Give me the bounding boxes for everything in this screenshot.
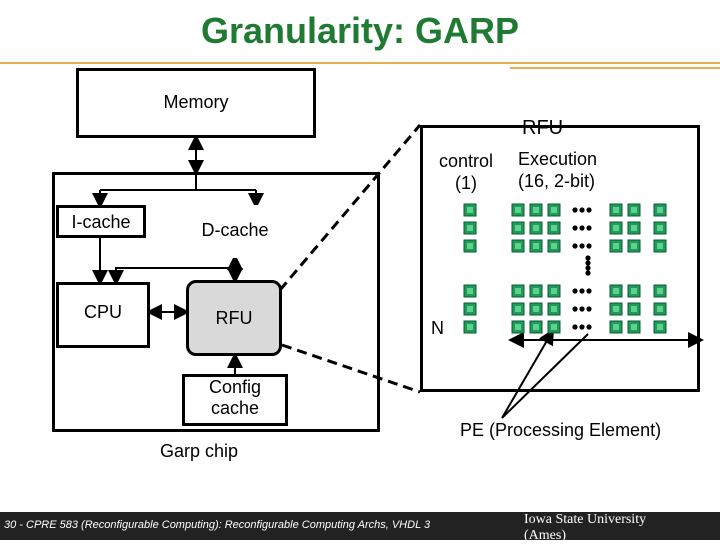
pe-pointer-arrow-1 xyxy=(501,328,555,419)
pe-highlight xyxy=(467,288,473,294)
vertical-ellipsis-dot xyxy=(585,265,591,271)
pe-highlight xyxy=(467,225,473,231)
pe-highlight xyxy=(613,243,619,249)
pe-highlight xyxy=(551,225,557,231)
pe-highlight xyxy=(631,288,637,294)
pe-highlight xyxy=(613,225,619,231)
pe-highlight xyxy=(515,288,521,294)
pe-highlight xyxy=(657,306,663,312)
memory-label: Memory xyxy=(163,92,229,112)
ellipsis-dot xyxy=(572,306,578,312)
config-cache-label: Config cache xyxy=(208,377,262,418)
dcache-label: D-cache xyxy=(201,220,269,240)
ellipsis-dot xyxy=(572,288,578,294)
pe-highlight xyxy=(515,225,521,231)
pe-highlight xyxy=(467,324,473,330)
university-label: Iowa State University (Ames) xyxy=(524,512,647,543)
pe-highlight xyxy=(533,225,539,231)
pe-highlight xyxy=(533,288,539,294)
rfu-heading: RFU xyxy=(522,117,564,139)
n-label: N xyxy=(431,318,444,338)
pe-highlight xyxy=(551,306,557,312)
garp-chip-box xyxy=(52,172,380,432)
vertical-ellipsis-dot xyxy=(585,270,591,276)
execution-label: Execution (16, 2-bit) xyxy=(518,149,598,191)
footer-text: 30 - CPRE 583 (Reconfigurable Computing)… xyxy=(4,519,431,531)
vertical-ellipsis-dot xyxy=(585,255,591,261)
ellipsis-dot xyxy=(579,225,585,231)
config-cache-box xyxy=(182,374,288,426)
pe-highlight xyxy=(657,207,663,213)
pe-highlight xyxy=(631,306,637,312)
pe-highlight xyxy=(613,207,619,213)
pe-highlight xyxy=(631,225,637,231)
pe-highlight xyxy=(515,243,521,249)
rfu-label: RFU xyxy=(215,308,253,328)
pe-highlight xyxy=(551,324,557,330)
ellipsis-dot xyxy=(579,288,585,294)
rfu-box xyxy=(186,280,282,356)
ellipsis-dot xyxy=(586,324,592,330)
pe-highlight xyxy=(515,324,521,330)
cpu-label: CPU xyxy=(83,302,122,322)
pe-highlight xyxy=(631,243,637,249)
ellipsis-dot xyxy=(586,207,592,213)
zoom-line-top xyxy=(278,124,422,291)
pe-highlight xyxy=(551,243,557,249)
memory-box xyxy=(76,68,316,138)
pe-highlight xyxy=(613,288,619,294)
pe-highlight xyxy=(657,288,663,294)
pe-highlight xyxy=(631,324,637,330)
ellipsis-dot xyxy=(586,225,592,231)
pe-highlight xyxy=(533,207,539,213)
pe-highlight xyxy=(613,306,619,312)
pe-highlight xyxy=(551,207,557,213)
ellipsis-dot xyxy=(579,207,585,213)
title-underline-accent xyxy=(510,67,720,69)
ellipsis-dot xyxy=(579,243,585,249)
icache-label: I-cache xyxy=(71,212,131,232)
icache-box xyxy=(56,205,146,238)
pe-highlight xyxy=(533,324,539,330)
slide-title: Granularity: GARP xyxy=(200,10,520,51)
title-underline xyxy=(0,62,720,64)
pe-highlight xyxy=(467,243,473,249)
footer-bar xyxy=(0,512,720,540)
ellipsis-dot xyxy=(579,324,585,330)
pe-highlight xyxy=(467,306,473,312)
pe-highlight xyxy=(657,225,663,231)
ellipsis-dot xyxy=(572,324,578,330)
zoom-line-bottom xyxy=(281,343,421,394)
rfu-detail-box xyxy=(420,125,700,392)
ellipsis-dot xyxy=(586,243,592,249)
ellipsis-dot xyxy=(586,306,592,312)
pe-highlight xyxy=(515,207,521,213)
pe-highlight xyxy=(533,243,539,249)
pe-label: PE (Processing Element) xyxy=(460,420,662,440)
ellipsis-dot xyxy=(572,207,578,213)
ellipsis-dot xyxy=(579,306,585,312)
ellipsis-dot xyxy=(572,225,578,231)
pe-highlight xyxy=(657,243,663,249)
garp-chip-label: Garp chip xyxy=(160,441,239,461)
ellipsis-dot xyxy=(572,243,578,249)
dcache-box xyxy=(182,205,288,258)
pe-highlight xyxy=(551,288,557,294)
control-label: control (1) xyxy=(438,151,494,193)
pe-highlight xyxy=(533,306,539,312)
pe-highlight xyxy=(657,324,663,330)
pe-pointer-arrow-2 xyxy=(501,333,589,419)
pe-highlight xyxy=(515,306,521,312)
cpu-box xyxy=(56,282,150,348)
ellipsis-dot xyxy=(586,288,592,294)
pe-highlight xyxy=(613,324,619,330)
vertical-ellipsis-dot xyxy=(585,260,591,266)
pe-highlight xyxy=(631,207,637,213)
pe-highlight xyxy=(467,207,473,213)
